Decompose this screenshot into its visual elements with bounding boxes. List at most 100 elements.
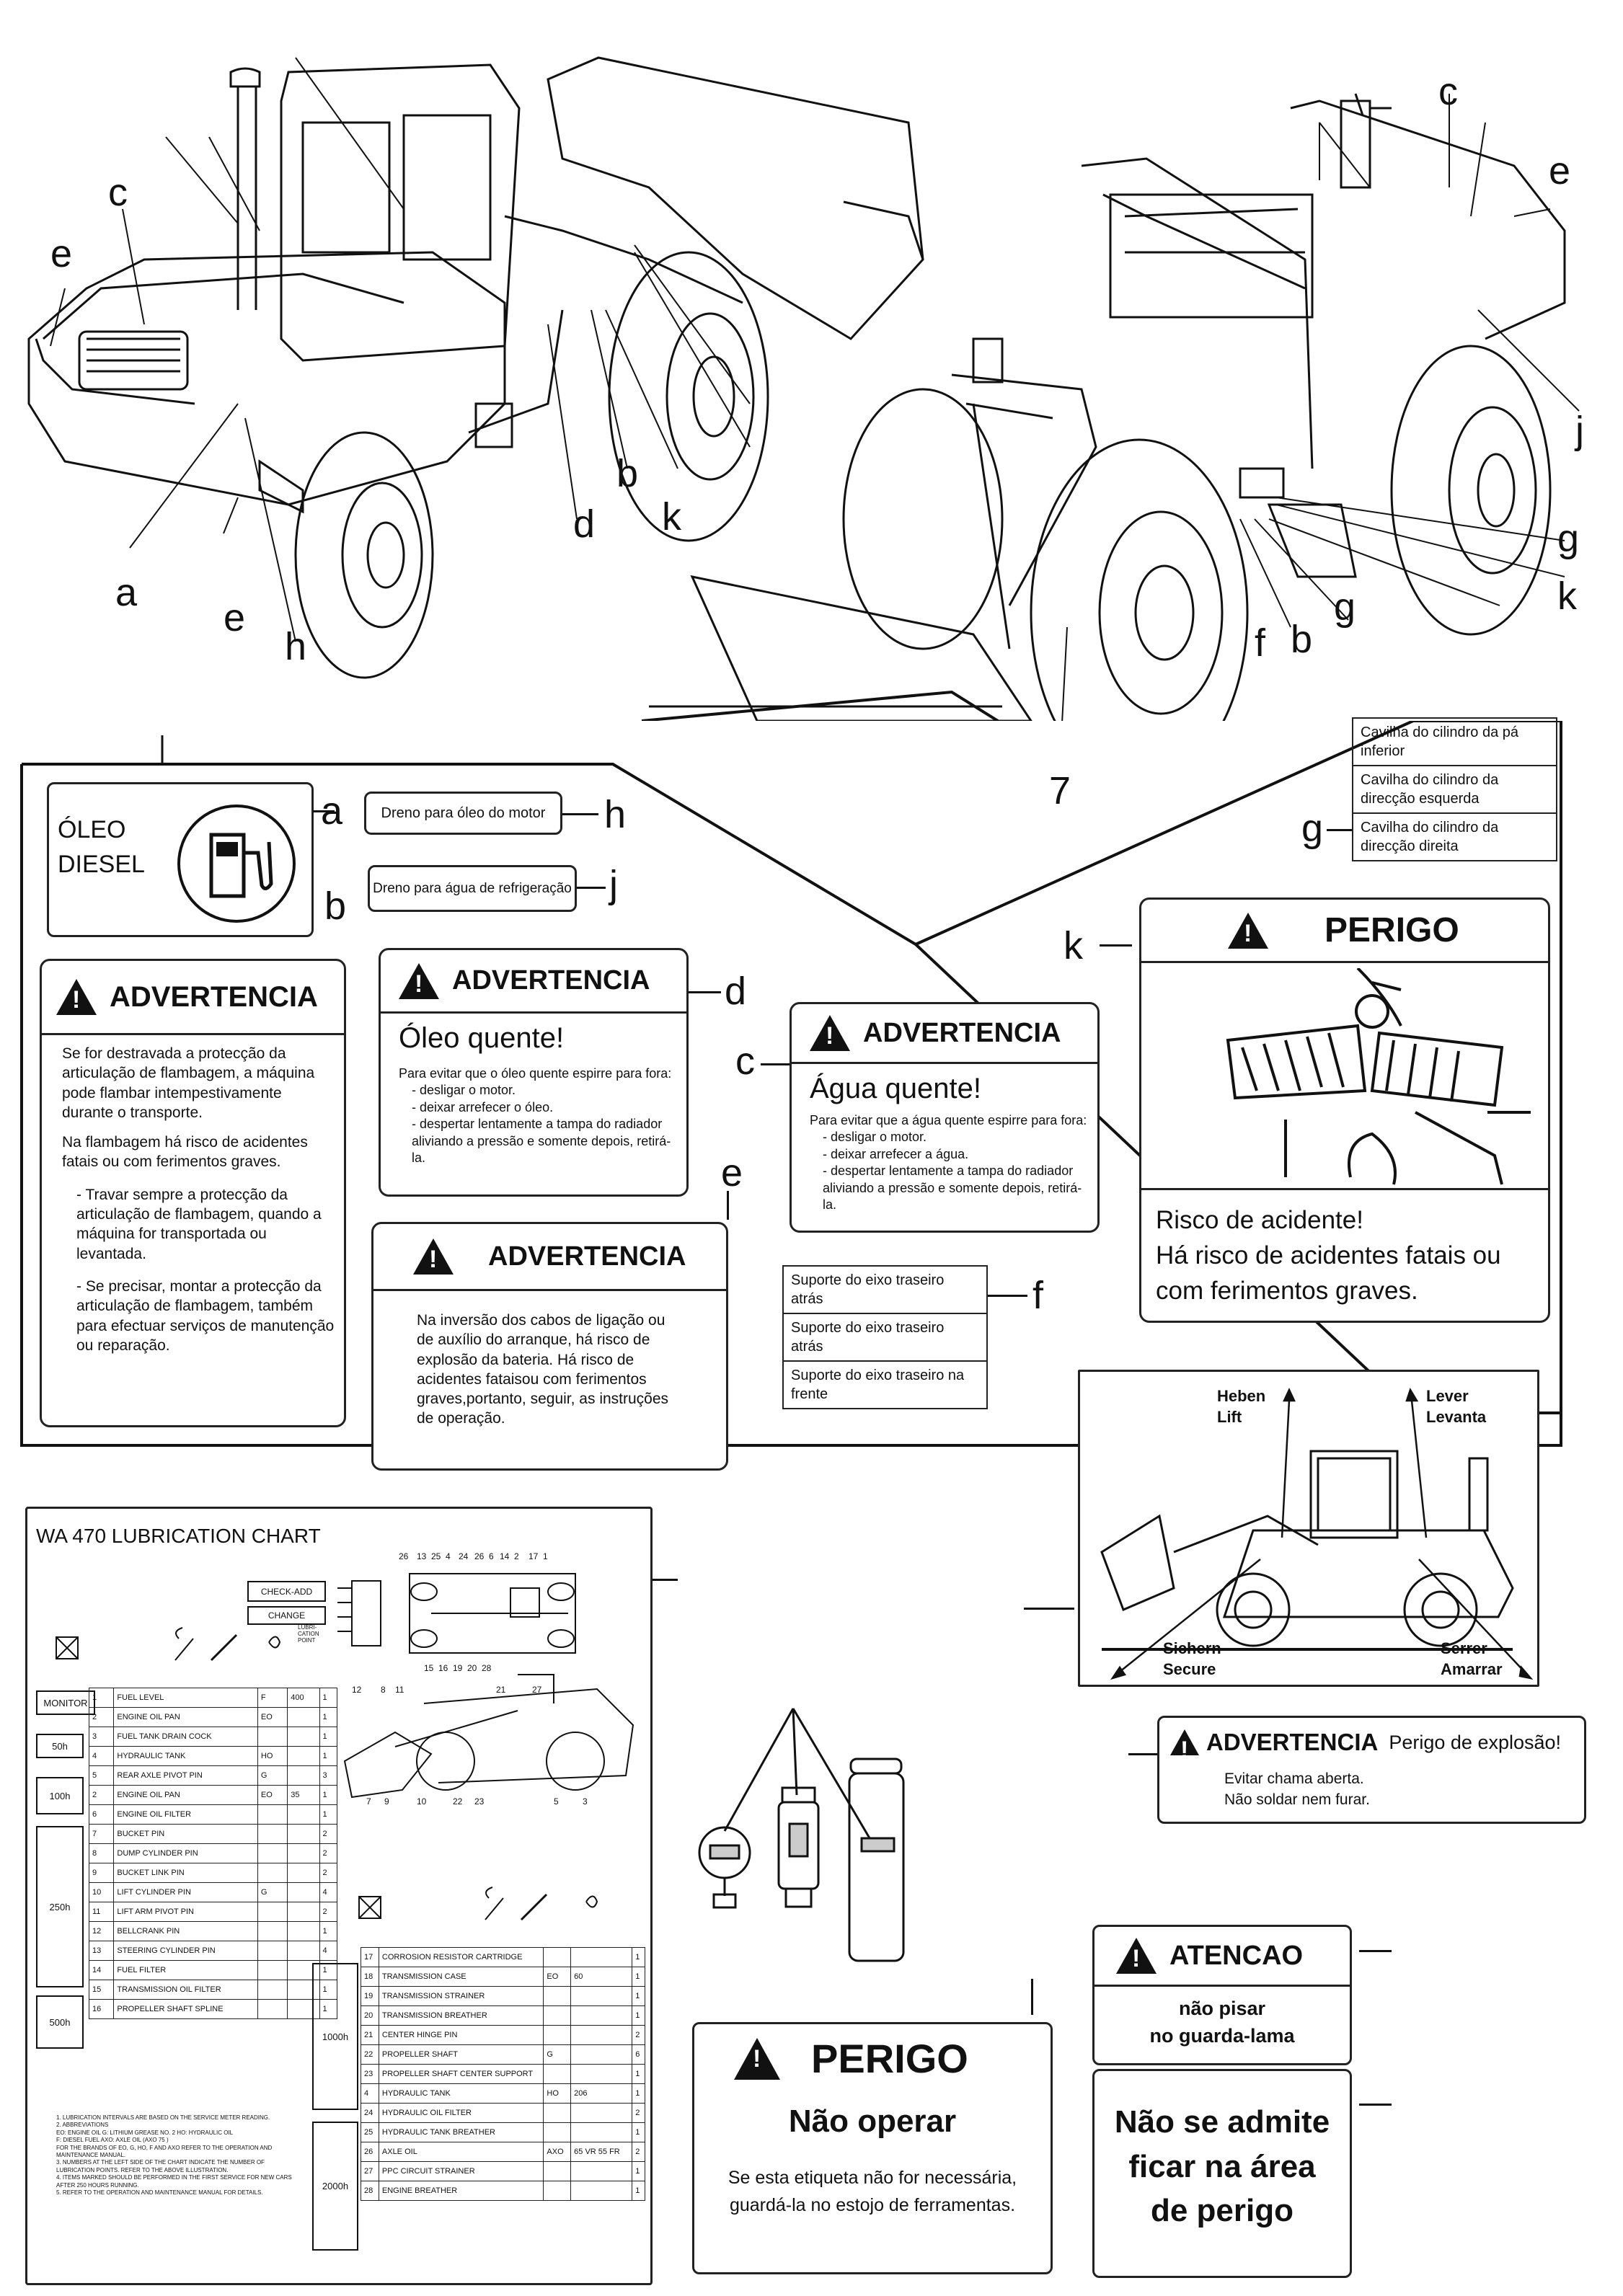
callout-e-right: e [1549, 149, 1571, 192]
warning-c-l2: - deixar arrefecer a água. [823, 1146, 969, 1161]
label-a-oil-diesel: ÓLEO DIESEL [47, 782, 314, 937]
callout-7: 7 [1049, 769, 1071, 812]
lubrication-cell: 4 [88, 1746, 115, 1766]
callout-k-left: k [662, 495, 681, 538]
area-l2: ficar na área [1128, 2148, 1316, 2184]
area-l1: Não se admite [1114, 2104, 1330, 2140]
lift-label-lever: Lever [1426, 1387, 1469, 1405]
danger-do-not-operate: PERIGO Não operar Se esta etiqueta não f… [692, 2022, 1053, 2274]
lubrication-cell: 2 [88, 1707, 115, 1727]
lubrication-point-number: 22 [453, 1796, 463, 1807]
lubrication-cell [570, 2005, 633, 2026]
lubrication-cell: 3 [319, 1765, 337, 1786]
lubrication-cell: 20 [361, 2005, 379, 2026]
lubrication-cell: 24 [361, 2103, 379, 2123]
lubrication-cell: 1 [632, 2161, 645, 2181]
lubrication-point-number: 20 [467, 1663, 477, 1673]
lubrication-notes: 1. LUBRICATION INTERVALS ARE BASED ON TH… [56, 2114, 294, 2197]
warning-triangle-icon [399, 962, 439, 999]
lubrication-note: F: DIESEL FUEL AXO: AXLE OIL (AXO 75 ) [56, 2137, 169, 2144]
lubrication-cell [543, 1947, 572, 1967]
lubrication-cell: FUEL LEVEL [113, 1688, 258, 1708]
lubrication-cell: PPC CIRCUIT STRAINER [378, 2161, 544, 2181]
lubrication-title: WA 470 LUBRICATION CHART [36, 1525, 321, 1547]
lubrication-cell: G [257, 1882, 288, 1902]
lubrication-cell [257, 1824, 288, 1844]
lubrication-cell [287, 1921, 320, 1941]
label-d-hot-oil: ADVERTENCIA Óleo quente! Para evitar que… [379, 948, 689, 1197]
lubrication-cell: 5 [88, 1765, 115, 1786]
lubrication-cell: 1 [319, 1746, 337, 1766]
lubrication-cell: 1 [632, 2005, 645, 2026]
lubrication-cell: HYDRAULIC TANK [113, 1746, 258, 1766]
lubrication-cell: 4 [319, 1941, 337, 1961]
warning-triangle-icon [734, 2037, 780, 2080]
interval-100h: 100h [36, 1777, 84, 1814]
lubrication-cell: 6 [88, 1804, 115, 1825]
callout-c-left: c [108, 171, 128, 214]
pin-row-2: Cavilha do cilindro da direcção esquerda [1352, 766, 1557, 814]
lubrication-cell: HO [543, 2083, 572, 2104]
lubrication-cell: TRANSMISSION CASE [378, 1967, 544, 1987]
label-j-drain-water: Dreno para água de refrigeração [368, 865, 577, 912]
change-legend: CHANGE [247, 1606, 326, 1625]
lubrication-cell: CENTER HINGE PIN [378, 2025, 544, 2045]
lubrication-point-number: 10 [417, 1796, 427, 1807]
lubrication-point-number: 26 [399, 1551, 409, 1561]
label-c-letter: c [735, 1040, 755, 1083]
lubrication-cell: BUCKET PIN [113, 1824, 258, 1844]
lubrication-cell: 12 [88, 1921, 115, 1941]
callout-g-right: g [1557, 517, 1580, 560]
lubrication-cell: G [543, 2044, 572, 2065]
label-b-letter: b [324, 885, 347, 928]
callout-j-right: j [1575, 409, 1584, 452]
lubrication-cell: ENGINE OIL PAN [113, 1785, 258, 1805]
lubrication-cell: 1 [632, 1967, 645, 1987]
lubrication-cell: 2 [319, 1902, 337, 1922]
axle-row-2: Suporte do eixo traseiro atrás [782, 1314, 988, 1362]
warning-c-l1: - desligar o motor. [823, 1130, 927, 1145]
lubrication-cell: 1 [319, 1707, 337, 1727]
lubrication-cell: 19 [361, 1986, 379, 2006]
lubrication-cell [570, 2025, 633, 2045]
warning-c-subtitle: Água quente! [810, 1073, 981, 1104]
lubrication-cell: HO [257, 1746, 288, 1766]
lubrication-cell [543, 1986, 572, 2006]
lubrication-note: EO: ENGINE OIL G: LITHIUM GREASE NO. 2 H… [56, 2129, 234, 2136]
lubrication-cell [257, 1902, 288, 1922]
area-l3: de perigo [1150, 2193, 1294, 2229]
lubrication-cell: 11 [88, 1902, 115, 1922]
lubrication-point-number: 1 [543, 1551, 548, 1561]
interval-1000h: 1000h [312, 1963, 358, 2110]
filter-cartridges [698, 1708, 905, 1962]
lubrication-cell: 9 [88, 1863, 115, 1883]
warning-triangle-icon [810, 1015, 850, 1051]
warning-d-subtitle: Óleo quente! [399, 1022, 565, 1054]
label-k-letter: k [1063, 924, 1083, 967]
lift-secure-machine [1100, 1388, 1534, 1680]
lubrication-cell [287, 1882, 320, 1902]
atencao-l1: não pisar [1178, 1998, 1266, 2019]
lubrication-cell: 1 [632, 1947, 645, 1967]
warning-b-p4: - Se precisar, montar a protecção da art… [76, 1277, 335, 1354]
lubrication-cell: EO [257, 1707, 288, 1727]
lubrication-cell: 13 [88, 1941, 115, 1961]
axle-row-3: Suporte do eixo traseiro na frente [782, 1362, 988, 1409]
lubrication-cell: 22 [361, 2044, 379, 2065]
lubrication-cell: 1 [88, 1688, 115, 1708]
lubrication-cell [257, 1921, 288, 1941]
lubrication-cell: PROPELLER SHAFT CENTER SUPPORT [378, 2064, 544, 2084]
crush-hazard-icon [1226, 968, 1531, 1185]
label-h-drain-oil: Dreno para óleo do motor [364, 792, 562, 835]
